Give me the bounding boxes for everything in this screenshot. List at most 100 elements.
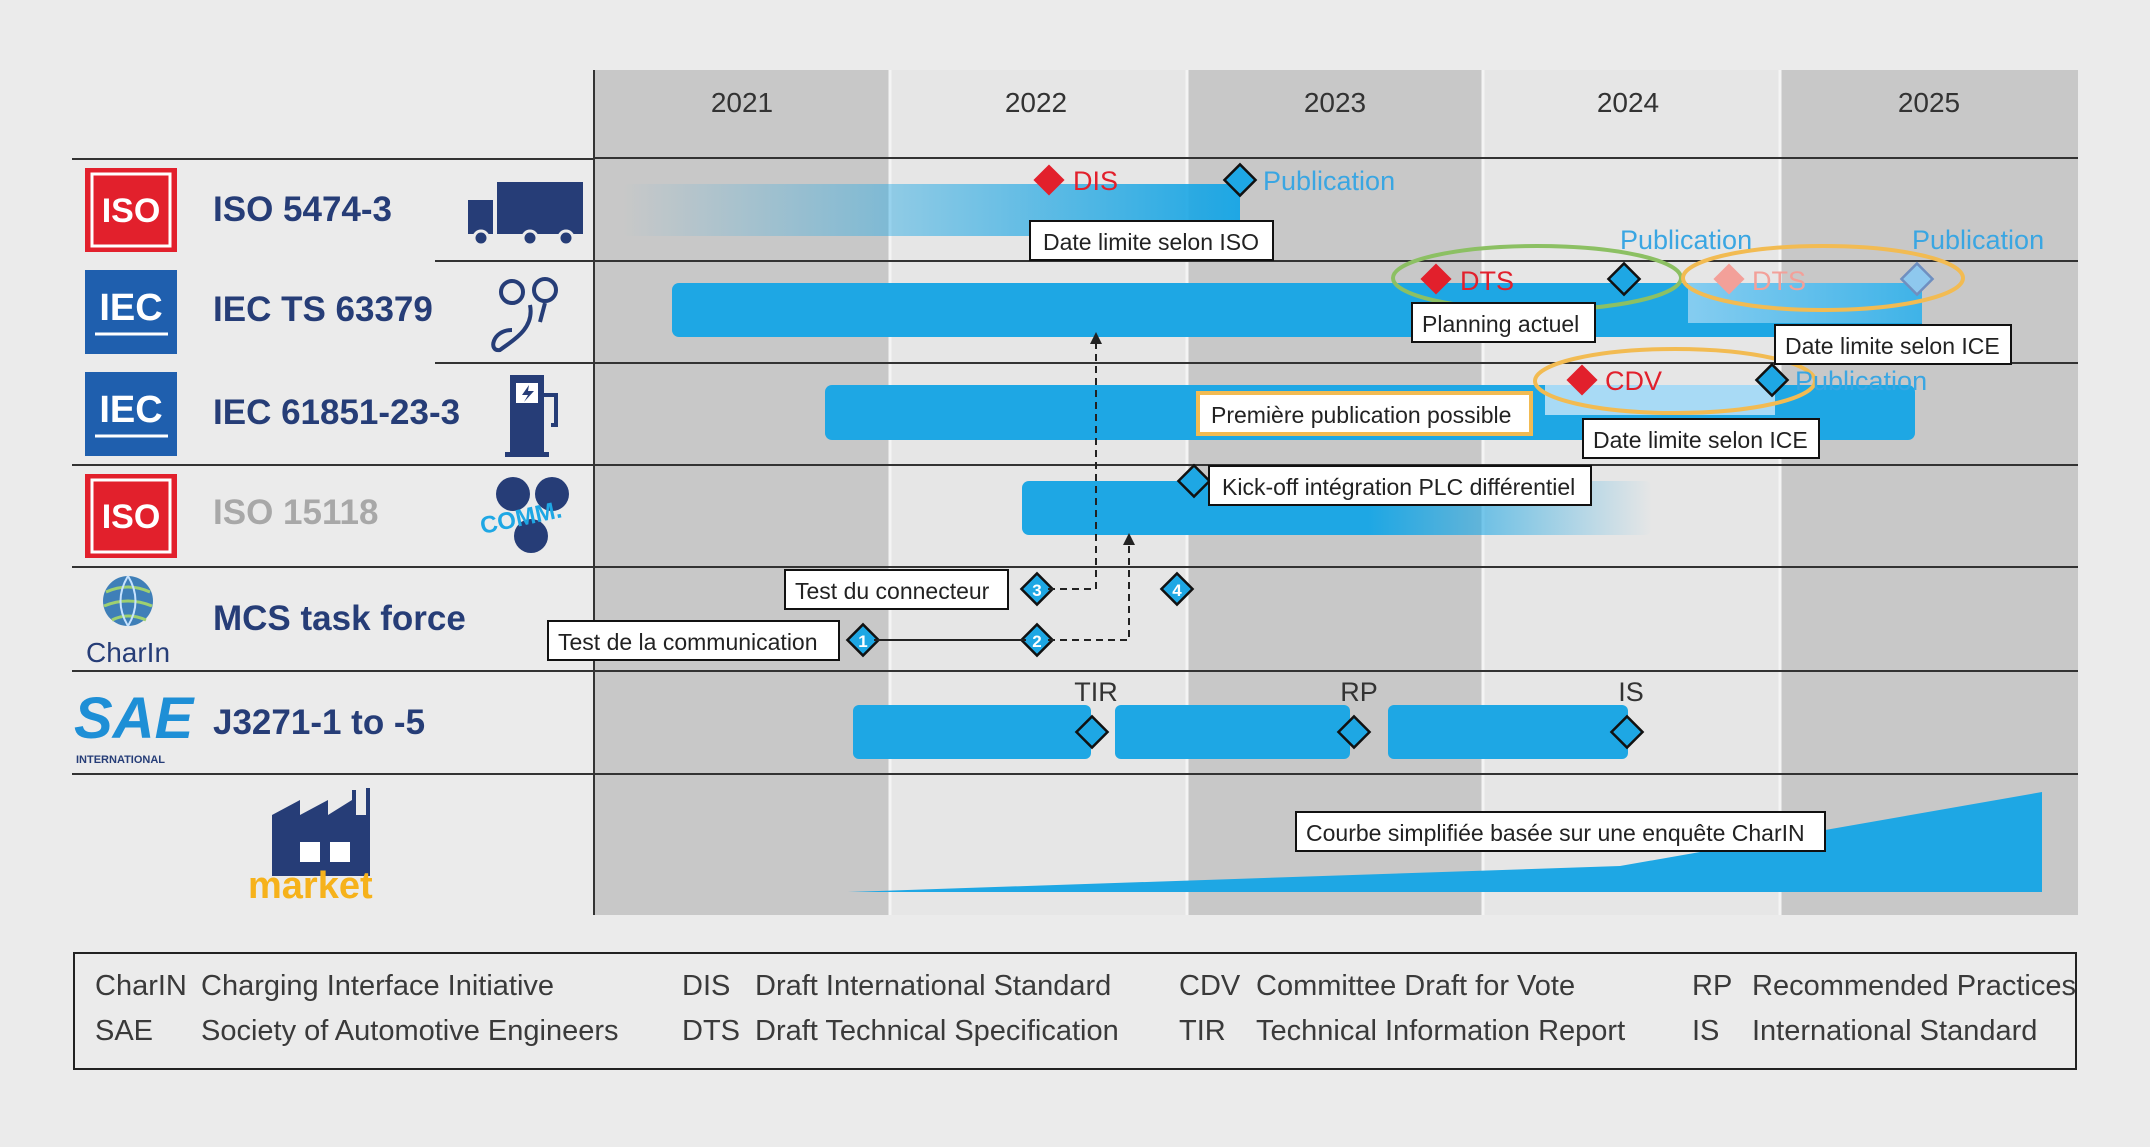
iso-logo-text-2: ISO: [102, 498, 161, 536]
legend-abbr-dis: DIS: [682, 970, 731, 1002]
row-title-sae: J3271-1 to -5: [213, 703, 425, 742]
milestone-pub-1-diamond: [1222, 162, 1258, 198]
legend-abbr-dts: DTS: [682, 1015, 740, 1047]
callout-ice-deadline-1-text: Date limite selon ICE: [1785, 333, 2000, 359]
milestone-pub-2-label: Publication: [1620, 225, 1752, 255]
milestone-1-diamond: [845, 622, 881, 658]
callouts: Date limite selon ISO Planning actuel Da…: [547, 220, 2012, 852]
milestone-rp-diamond: [1336, 714, 1372, 750]
year-2021: 2021: [711, 87, 773, 118]
milestone-dts-2-diamond: [1713, 263, 1745, 295]
legend-abbr-rp: RP: [1692, 970, 1733, 1002]
milestone-cdv-diamond: [1566, 364, 1598, 396]
charging-station-icon: [505, 375, 558, 457]
row-title-mcs: MCS task force: [213, 599, 466, 638]
market-label: market: [248, 865, 373, 907]
row-iec-61851: IEC IEC 61851-23-3: [85, 372, 558, 457]
iec-logo: [85, 270, 177, 354]
year-2025: 2025: [1898, 87, 1960, 118]
milestones: DIS Publication DTS Publication DTS Publ…: [845, 162, 2044, 750]
callout-kickoff: [1208, 465, 1592, 506]
year-2023: 2023: [1304, 87, 1366, 118]
iec-logo-text-2: IEC: [99, 389, 162, 431]
legend-text-dis: Draft International Standard: [755, 970, 1112, 1002]
callout-market-curve: [1295, 811, 1826, 852]
callout-first-pub: [1196, 391, 1533, 436]
milestone-is-diamond: [1609, 714, 1645, 750]
ellipse-iec-61851: [1533, 347, 1817, 415]
row-title-iec-63379: IEC TS 63379: [213, 290, 433, 329]
market-factory-icon: market: [248, 788, 373, 907]
callout-iso-deadline: [1029, 220, 1274, 261]
callout-market-curve-text: Courbe simplifiée basée sur une enquête …: [1306, 820, 1805, 846]
callout-test-comm-text: Test de la communication: [558, 629, 818, 655]
iso-logo-2: [85, 474, 177, 558]
callout-ice-deadline-2-text: Date limite selon ICE: [1593, 427, 1808, 453]
milestone-is-label: IS: [1618, 677, 1644, 707]
milestone-cdv-label: CDV: [1605, 366, 1662, 396]
bar-sae-is: [1388, 705, 1628, 759]
milestone-2-number: 2: [1032, 632, 1041, 651]
row-sae: SAE INTERNATIONAL J3271-1 to -5: [74, 686, 425, 766]
legend-text-sae: Society of Automotive Engineers: [201, 1015, 619, 1047]
market-curve: [848, 792, 2042, 892]
year-2024: 2024: [1597, 87, 1659, 118]
iso-logo: [85, 168, 177, 252]
callout-current-plan: [1411, 302, 1596, 343]
year-headers: 2021 2022 2023 2024 2025: [711, 87, 1960, 118]
connector-3-up: [1048, 340, 1097, 590]
legend-text-tir: Technical Information Report: [1256, 1015, 1626, 1047]
iec-logo-2: [85, 372, 177, 456]
legend-abbr-tir: TIR: [1179, 1015, 1226, 1047]
legend-text-is: International Standard: [1752, 1015, 2038, 1047]
charin-globe-icon: [103, 575, 153, 627]
milestone-4-number: 4: [1172, 581, 1182, 600]
col-2025: [1780, 70, 2078, 915]
callout-test-comm: [547, 620, 840, 661]
milestone-pub-4-diamond: [1754, 362, 1790, 398]
truck-icon: [468, 182, 583, 247]
milestone-tir-label: TIR: [1074, 677, 1118, 707]
milestone-1-number: 1: [858, 632, 867, 651]
legend-box: CharIN Charging Interface Initiative SAE…: [73, 952, 2077, 1070]
bar-sae-rp: [1115, 705, 1350, 759]
legend-abbr-sae: SAE: [95, 1015, 154, 1047]
milestone-pub-2-diamond: [1606, 261, 1642, 297]
bar-sae-tir: [853, 705, 1091, 759]
row-title-iec-61851: IEC 61851-23-3: [213, 393, 460, 432]
connector-icon: [491, 277, 558, 352]
legend-text-cdv: Committee Draft for Vote: [1256, 970, 1576, 1002]
legend-abbr-is: IS: [1692, 1015, 1720, 1047]
sae-logo-subtext: INTERNATIONAL: [76, 754, 165, 766]
legend-text-dts: Draft Technical Specification: [755, 1015, 1119, 1047]
row-iso-15118: ISO ISO 15118 COMM.: [85, 474, 569, 558]
callout-kickoff-text: Kick-off intégration PLC différentiel: [1222, 474, 1575, 500]
callout-test-connector: [784, 569, 1009, 610]
callout-test-connector-text: Test du connecteur: [795, 578, 990, 604]
milestone-kickoff-diamond: [1176, 463, 1212, 499]
milestone-rp-label: RP: [1340, 677, 1378, 707]
row-title-iso-15118: ISO 15118: [213, 493, 378, 532]
milestone-pub-4-label: Publication: [1795, 366, 1927, 396]
milestone-3-number: 3: [1032, 581, 1041, 600]
milestone-dts-2-label: DTS: [1752, 266, 1806, 296]
iec-logo-text: IEC: [99, 287, 162, 329]
iso-logo-text: ISO: [102, 192, 161, 230]
milestone-dts-1-label: DTS: [1460, 266, 1514, 296]
milestone-dis-label: DIS: [1073, 166, 1118, 196]
callout-ice-deadline-2: [1582, 418, 1820, 459]
comm-icon: COMM.: [478, 477, 569, 553]
row-iec-63379: IEC IEC TS 63379: [85, 270, 558, 354]
row-iso-5474: ISO ISO 5474-3: [85, 168, 583, 252]
callout-ice-deadline-1: [1774, 324, 2012, 365]
milestone-pub-1-label: Publication: [1263, 166, 1395, 196]
milestone-tir-diamond: [1074, 714, 1110, 750]
bar-iec-63379: [672, 283, 1922, 337]
legend-abbr-charin: CharIN: [95, 970, 187, 1002]
row-charin: CharIn MCS task force: [86, 575, 466, 668]
row-title-iso-5474: ISO 5474-3: [213, 190, 392, 229]
connectors: [874, 332, 1135, 641]
milestone-4-diamond: [1159, 571, 1195, 607]
